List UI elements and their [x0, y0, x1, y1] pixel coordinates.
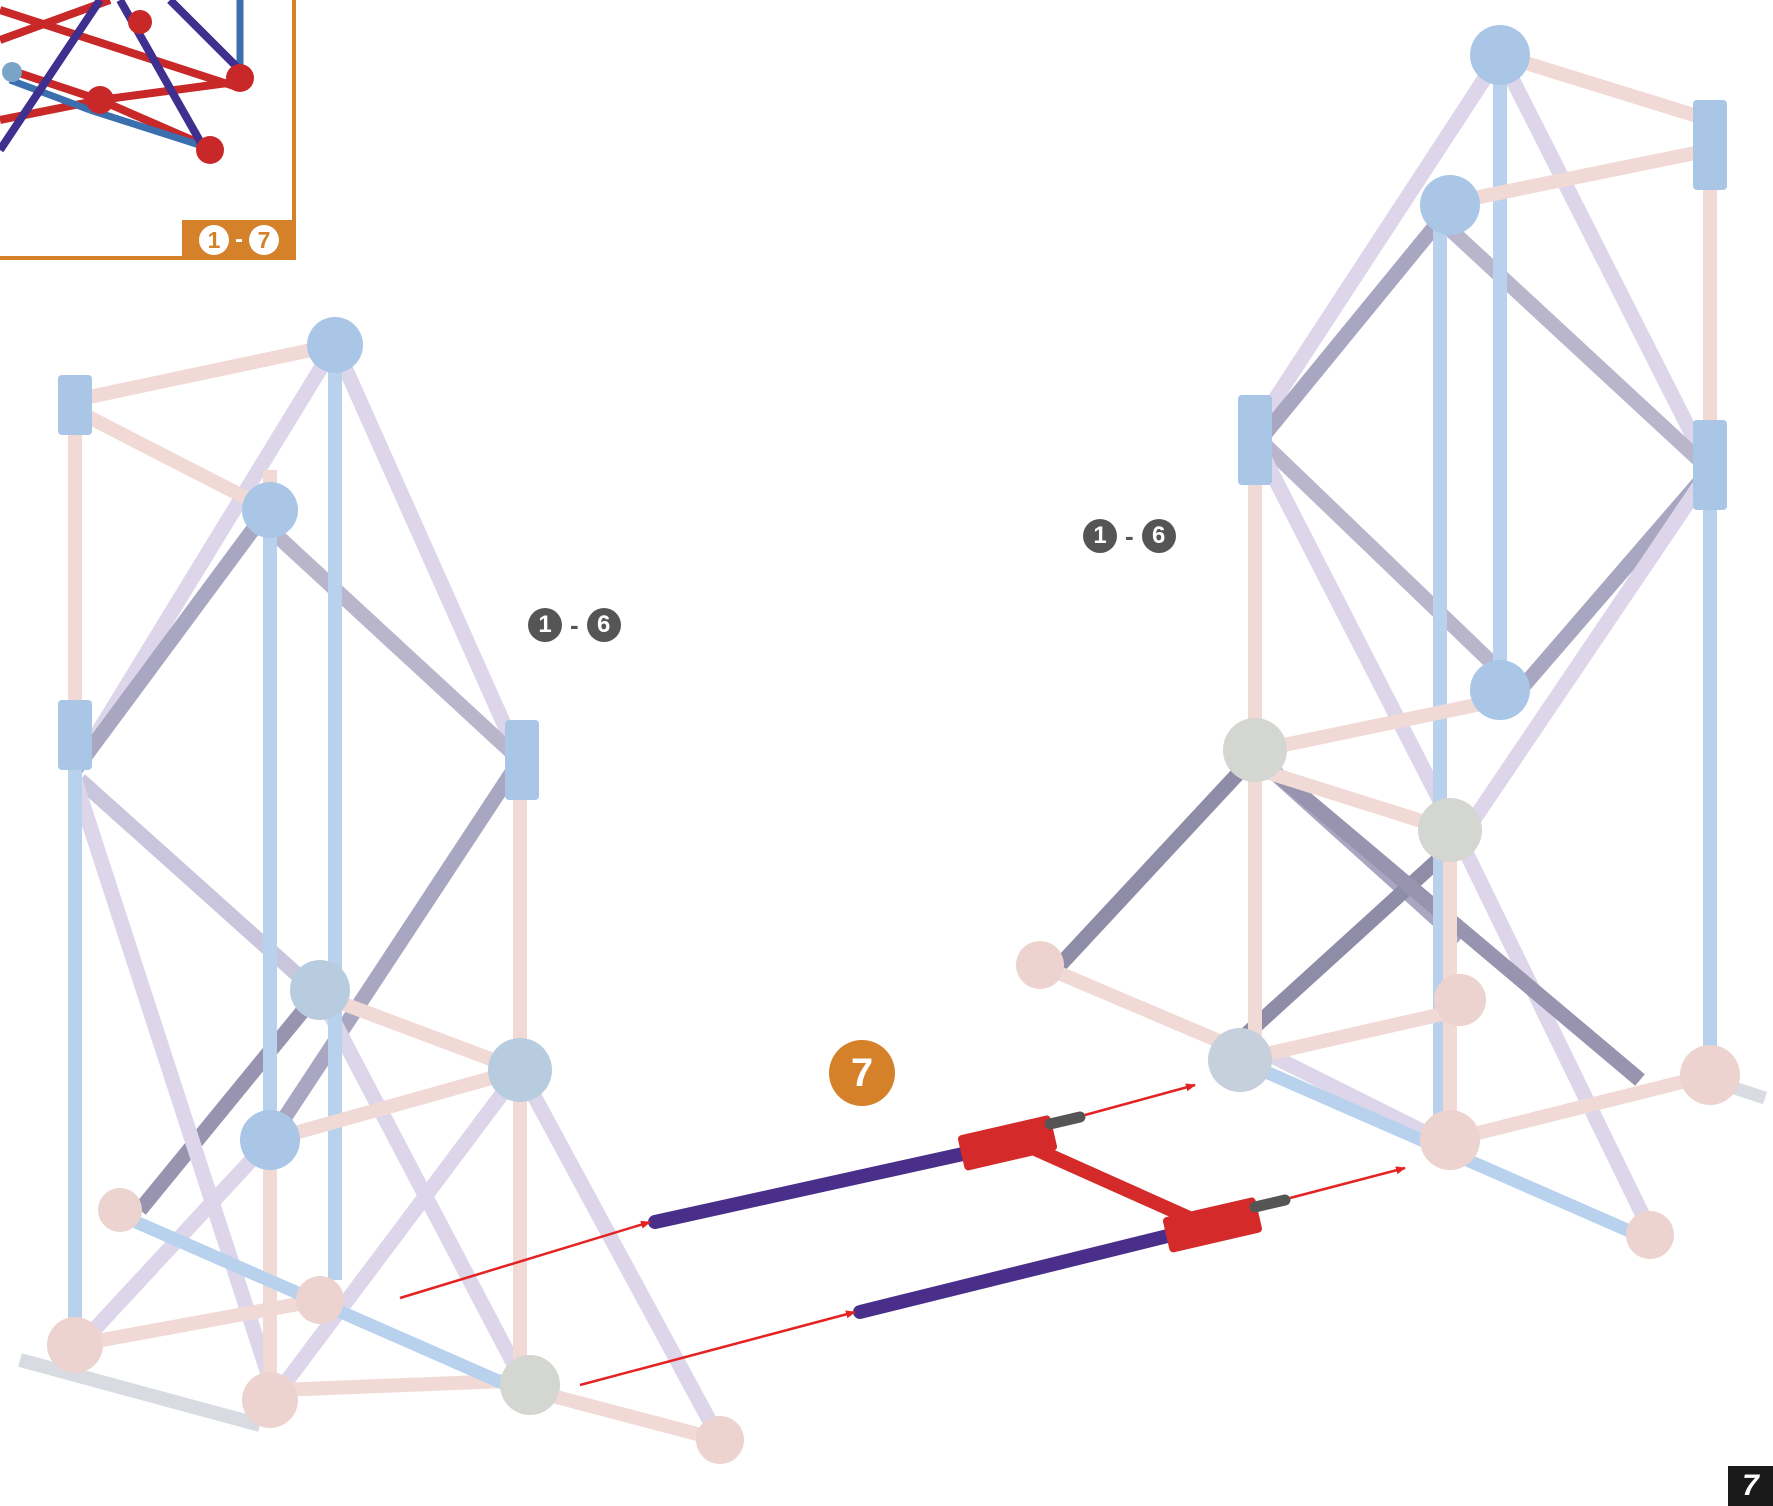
right-tower-step-range: 1 - 6 [1083, 519, 1176, 553]
inset-detail-drawing [0, 0, 254, 164]
left-tower [18, 317, 744, 1464]
step-number-badge: 7 [829, 1040, 895, 1106]
left-range-end: 6 [586, 608, 621, 642]
inset-range-dash: - [235, 226, 243, 253]
inset-step-range-badge: 1 - 7 [182, 220, 296, 260]
left-tower-step-range: 1 - 6 [528, 608, 621, 642]
left-range-start: 1 [528, 608, 562, 642]
right-range-end: 6 [1141, 519, 1176, 553]
new-parts-assembly [648, 1111, 1291, 1319]
right-tower [1016, 25, 1768, 1259]
right-range-start: 1 [1083, 519, 1117, 553]
inset-range-start: 1 [199, 225, 229, 255]
inset-frame [0, 0, 296, 260]
page-number: 7 [1728, 1466, 1773, 1506]
inset-range-end: 7 [249, 225, 279, 255]
insertion-arrows [399, 1083, 1406, 1387]
right-range-dash: - [1125, 520, 1134, 551]
left-range-dash: - [570, 609, 579, 640]
